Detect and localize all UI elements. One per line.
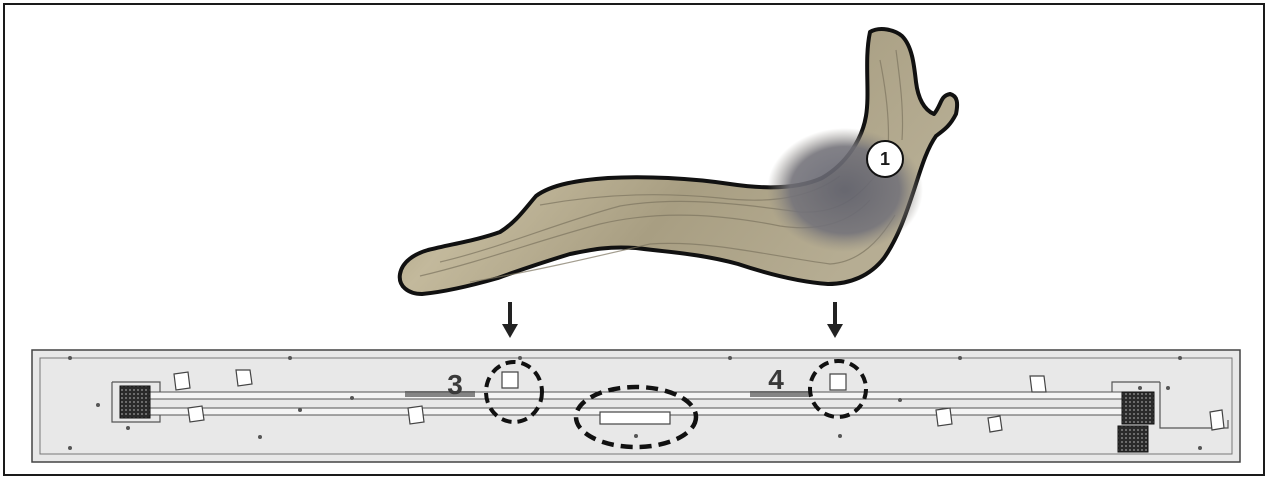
down-arrow-icon-right — [827, 302, 843, 338]
down-arrow-icon-left — [502, 302, 518, 338]
wood-dark-patch — [767, 128, 923, 252]
callout-1: 1 — [867, 141, 903, 177]
callout-1-label: 1 — [880, 149, 890, 169]
mesh-grille-icon-right — [1122, 392, 1154, 424]
mesh-grille-icon-lower — [1118, 426, 1148, 452]
mounting-panel — [32, 350, 1240, 462]
mesh-grille-icon-left — [120, 386, 150, 418]
bracket-label-4: 4 — [768, 364, 784, 395]
bracket-label-3: 3 — [447, 369, 463, 400]
